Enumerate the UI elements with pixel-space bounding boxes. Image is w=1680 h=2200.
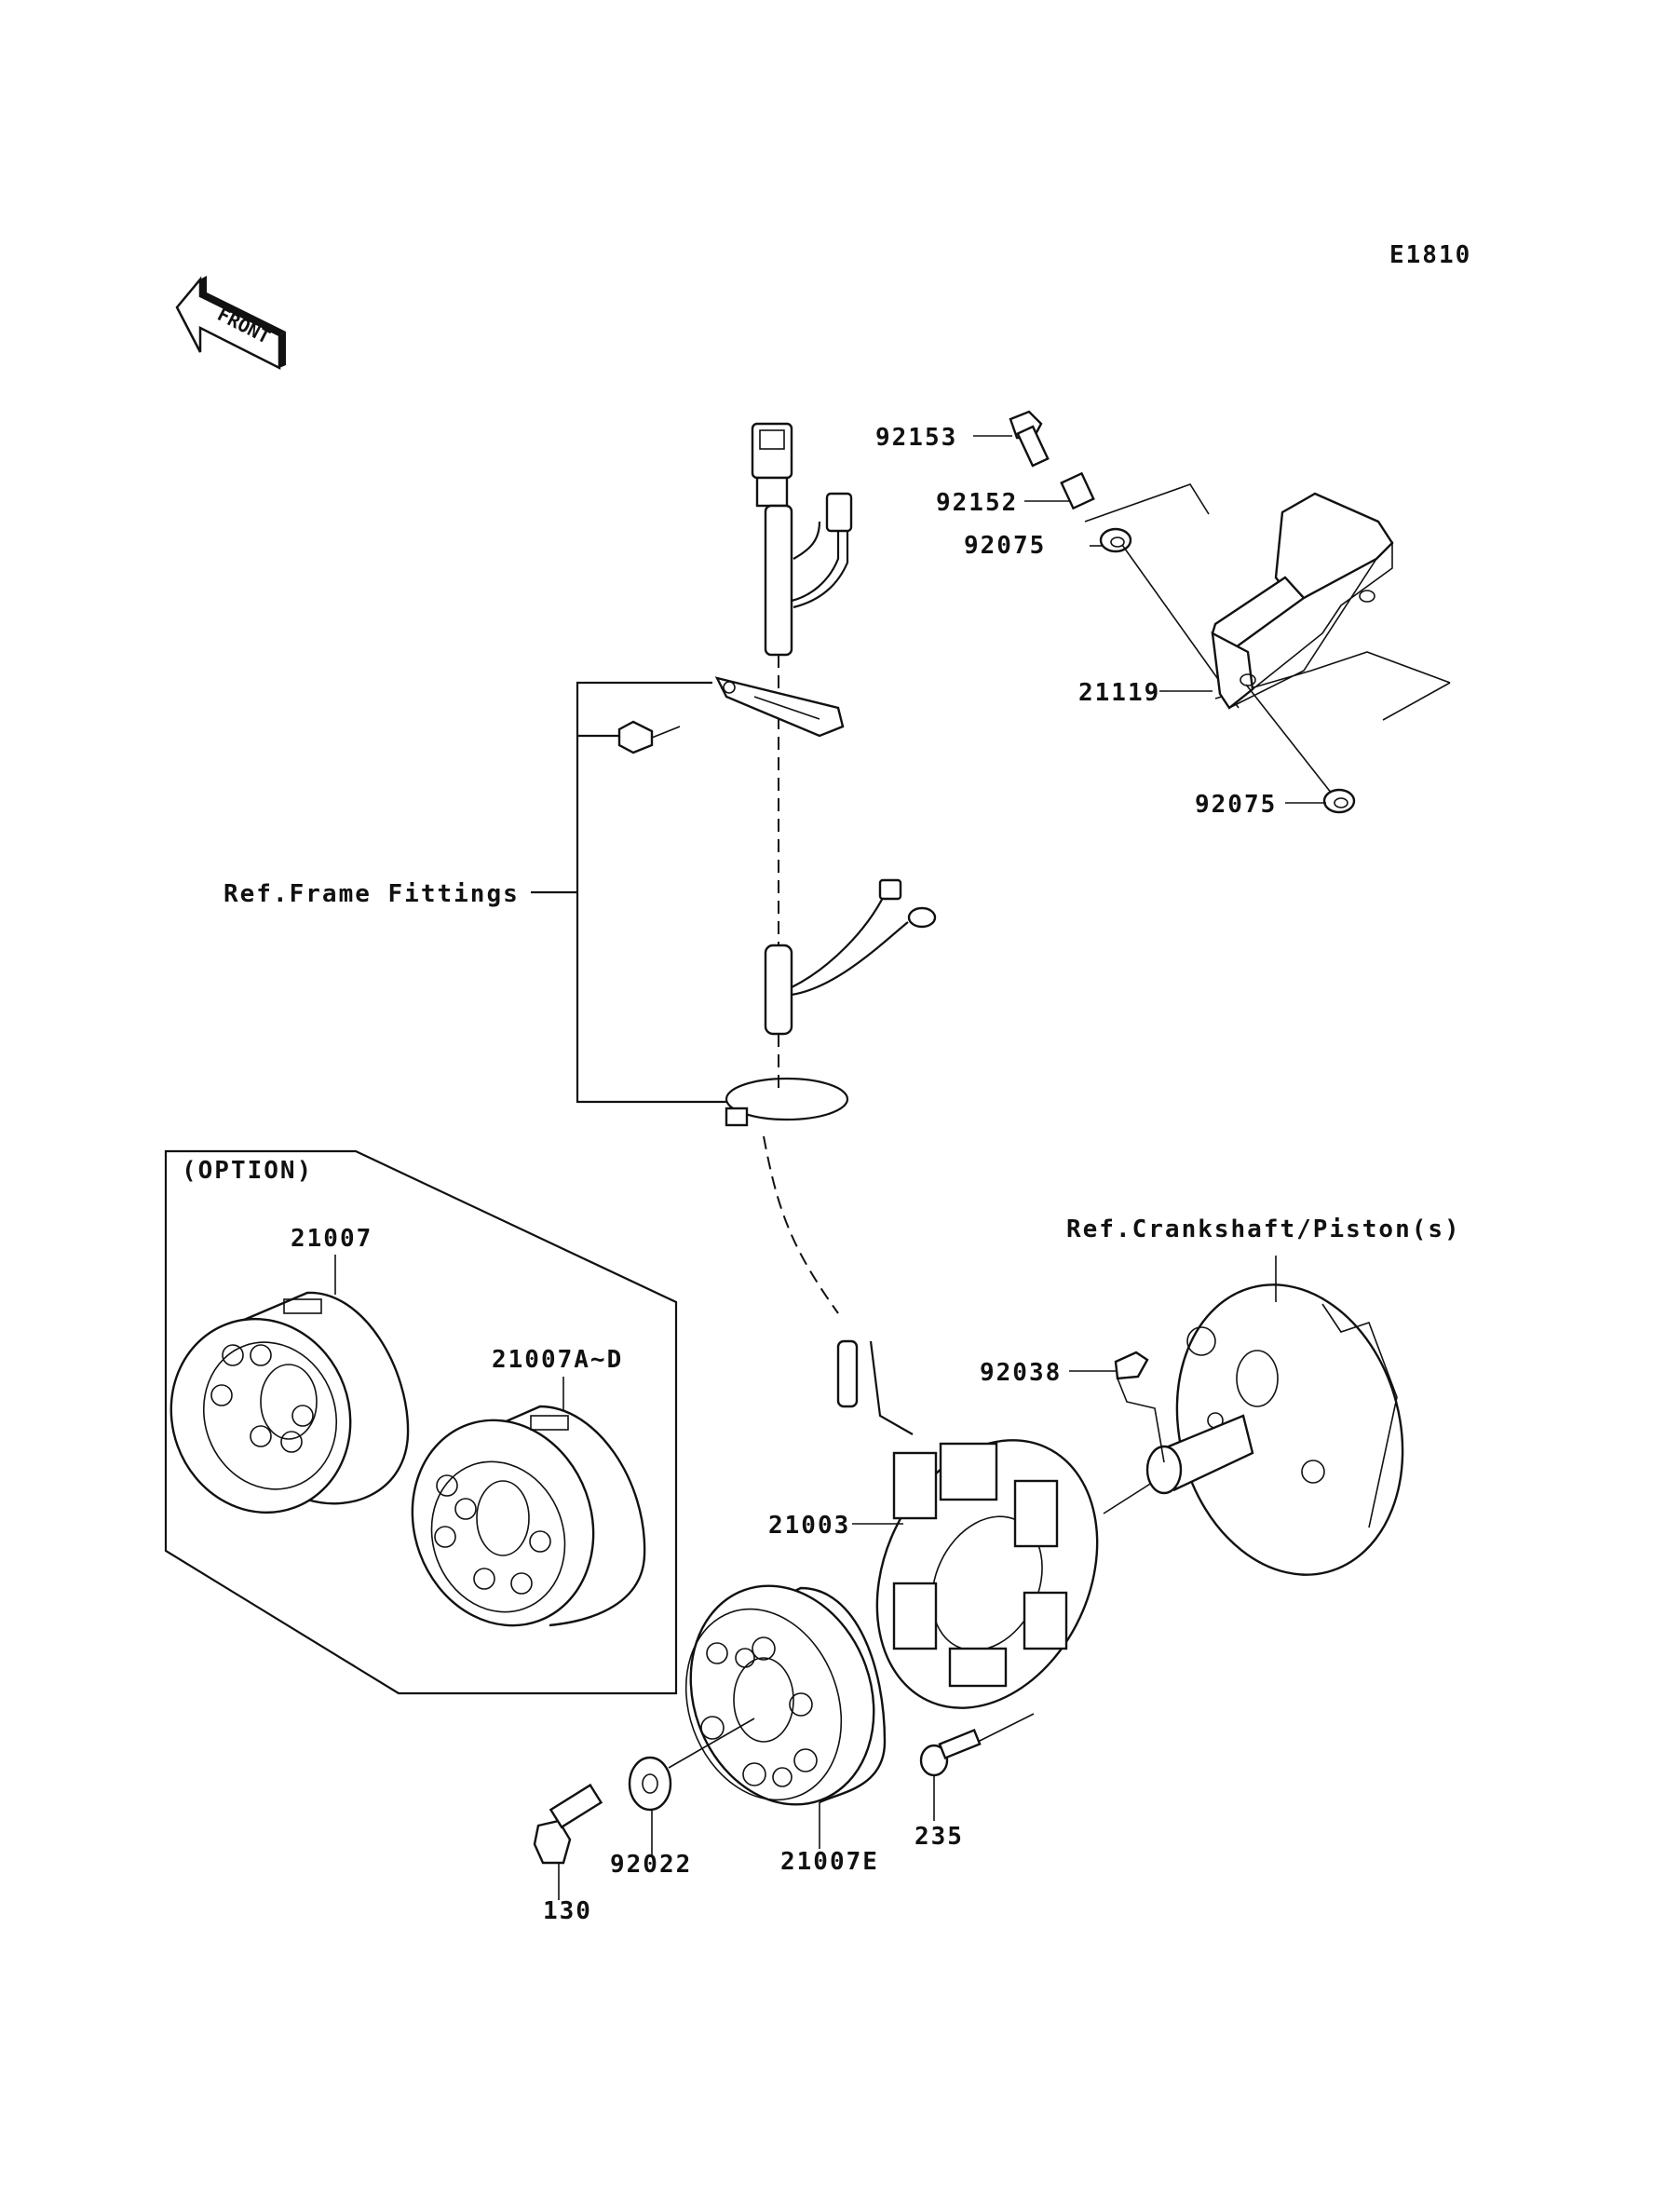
cable-tie	[725, 1077, 849, 1127]
regulator-21119	[1084, 483, 1451, 721]
callout-92075-bottom: 92075	[1195, 791, 1277, 819]
callout-21007: 21007	[291, 1225, 373, 1253]
grommet-92075-top	[1099, 527, 1132, 553]
callout-21119: 21119	[1078, 679, 1160, 707]
grommet-92075-bottom	[1322, 788, 1356, 814]
option-label: (OPTION)	[182, 1157, 313, 1185]
rotor-21007	[169, 1291, 410, 1514]
ref-crankshaft-label: Ref.Crankshaft/Piston(s)	[1066, 1215, 1461, 1243]
option-group-box	[164, 1149, 678, 1695]
flywheel-21007E	[684, 1584, 887, 1806]
callout-92153: 92153	[875, 424, 957, 452]
harness-connector	[751, 422, 853, 657]
frame-bracket	[617, 676, 845, 754]
callout-21003: 21003	[768, 1512, 850, 1540]
harness-sleeve	[764, 878, 937, 1036]
crankshaft	[1145, 1283, 1404, 1576]
ref-frame-fittings-label: Ref.Frame Fittings	[224, 880, 520, 908]
stator-21003	[836, 1339, 1099, 1709]
callout-130: 130	[543, 1897, 592, 1925]
washer-92022	[628, 1756, 672, 1812]
collar-92152	[1060, 471, 1095, 510]
bolt-130	[533, 1783, 603, 1865]
callout-92038: 92038	[980, 1359, 1062, 1387]
diagram-code: E1810	[1389, 241, 1471, 269]
bolt-92153	[1009, 410, 1050, 468]
callout-21007E: 21007E	[780, 1848, 879, 1876]
callout-92022: 92022	[610, 1851, 692, 1879]
screw-235	[919, 1729, 982, 1777]
front-arrow-icon: FRONT	[175, 276, 286, 371]
frame-fittings-bracket	[531, 681, 726, 1104]
callout-235: 235	[915, 1823, 964, 1851]
callout-21007A-D: 21007A~D	[492, 1346, 623, 1374]
rotor-21007A-D	[411, 1405, 646, 1627]
callout-92152: 92152	[936, 489, 1018, 517]
woodruff-key-92038	[1114, 1351, 1165, 1463]
callout-92075-top: 92075	[964, 532, 1046, 560]
